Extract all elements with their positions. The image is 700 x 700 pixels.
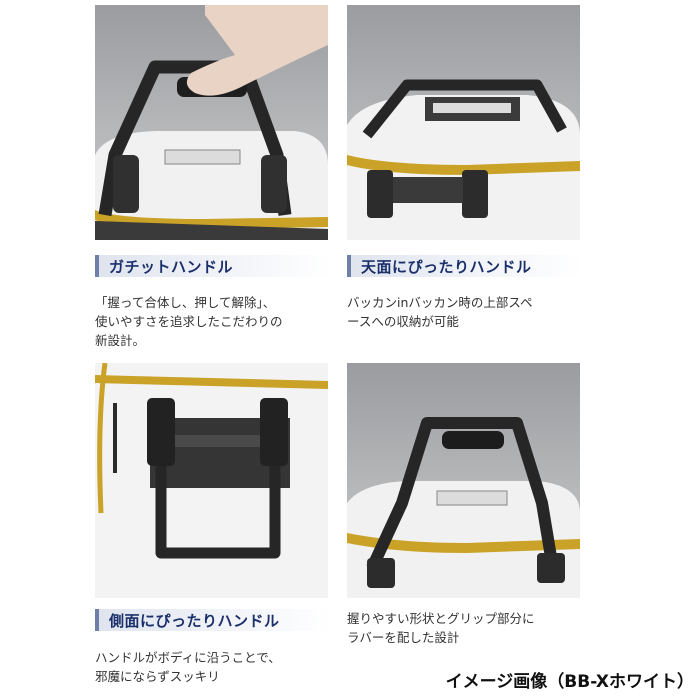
- bag-top-handle-illustration: [347, 79, 580, 240]
- description-side-fit-handle: ハンドルがボディに沿うことで、 邪魔にならずスッキリ: [95, 650, 281, 684]
- description-grip-design: 握りやすい形状とグリップ部分に ラバーを配した設計: [347, 611, 535, 645]
- description-gachit-handle: 「握って合体し、押して解除」、 使いやすさを追求したこだわりの 新設計。: [95, 295, 283, 348]
- photo-top-fit-handle: [347, 5, 580, 240]
- heading-text: ガチットハンドル: [109, 257, 234, 276]
- heading-text: 側面にぴったりハンドル: [109, 611, 280, 630]
- photo-gachit-handle: [95, 5, 328, 240]
- bag-side-handle-illustration: [95, 363, 328, 598]
- bag-with-hand-illustration: [95, 5, 328, 240]
- heading-text: 天面にぴったりハンドル: [361, 257, 532, 276]
- photo-side-fit-handle: [95, 363, 328, 598]
- image-caption: イメージ画像（BB-Xホワイト）: [445, 672, 694, 692]
- heading-top-fit-handle: 天面にぴったりハンドル: [347, 255, 584, 277]
- photo-grip-design: [347, 363, 580, 598]
- heading-gachit-handle: ガチットハンドル: [95, 255, 332, 277]
- heading-side-fit-handle: 側面にぴったりハンドル: [95, 609, 332, 631]
- description-top-fit-handle: バッカンinバッカン時の上部スペ ースへの収納が可能: [347, 295, 533, 329]
- bag-raised-handle-illustration: [347, 417, 580, 598]
